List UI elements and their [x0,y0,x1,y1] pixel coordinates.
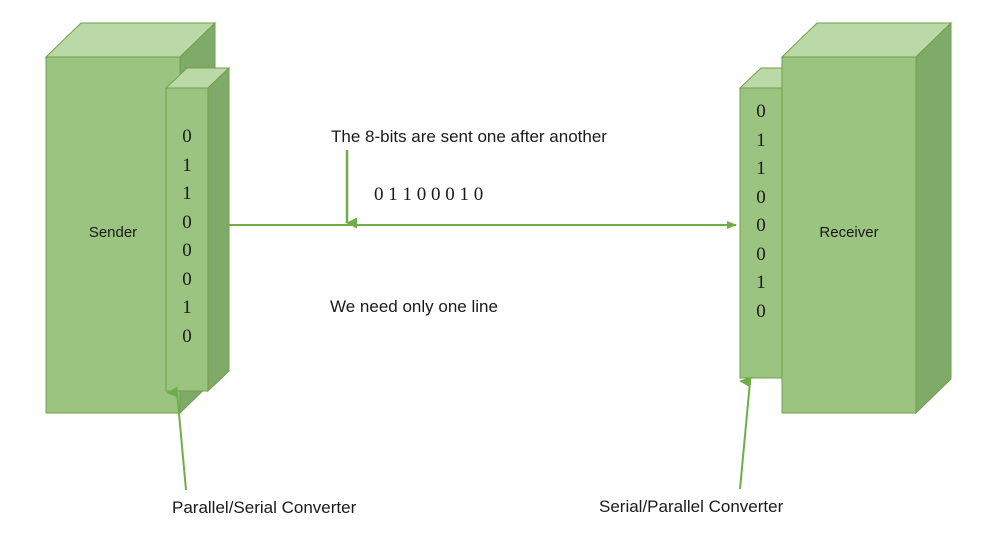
parallel-serial-converter-label: Parallel/Serial Converter [172,498,357,517]
sender-converter-callout-arrow [166,386,187,491]
sender-bit-column: 0 1 1 0 0 0 1 0 [166,123,208,351]
receiver-converter-callout-arrow [739,376,752,490]
bit-order-note: The 8-bits are sent one after another [331,127,607,146]
sender-converter-front-face [165,87,209,392]
receiver-bit: 0 [756,101,766,122]
receiver-box-front-face [781,56,917,414]
receiver-bit: 0 [756,186,766,208]
receiver-box [780,21,953,415]
serial-parallel-converter-label: Serial/Parallel Converter [599,497,784,516]
receiver-bit: 0 [756,215,766,236]
sender-converter-box [164,66,231,393]
sender-bit: 1 [182,183,192,204]
receiver-bit: 0 [756,243,766,265]
receiver-bit: 1 [756,158,766,179]
receiver-bit: 0 [756,300,766,322]
sender-converter-side-face [207,66,230,393]
sender-bit: 1 [182,154,192,176]
receiver-bit: 1 [756,272,766,293]
serial-bitstream-label: 0 1 1 0 0 0 1 0 [374,184,484,205]
receiver-label: Receiver [819,224,879,241]
one-line-note: We need only one line [330,297,498,316]
sender-bit: 0 [182,211,192,233]
sender-bit: 0 [182,268,192,290]
sender-box-front-face [45,56,181,414]
receiver-bit-column: 0 1 1 0 0 0 1 0 [740,98,782,326]
sender-bit: 0 [182,325,192,347]
sender-label: Sender [88,224,138,241]
receiver-bit: 1 [756,129,766,151]
receiver-box-side-face [915,21,952,415]
sender-bit: 1 [182,297,192,318]
sender-bit: 0 [182,126,192,147]
receiver-converter-front-face [739,87,783,379]
sender-bit: 0 [182,240,192,261]
